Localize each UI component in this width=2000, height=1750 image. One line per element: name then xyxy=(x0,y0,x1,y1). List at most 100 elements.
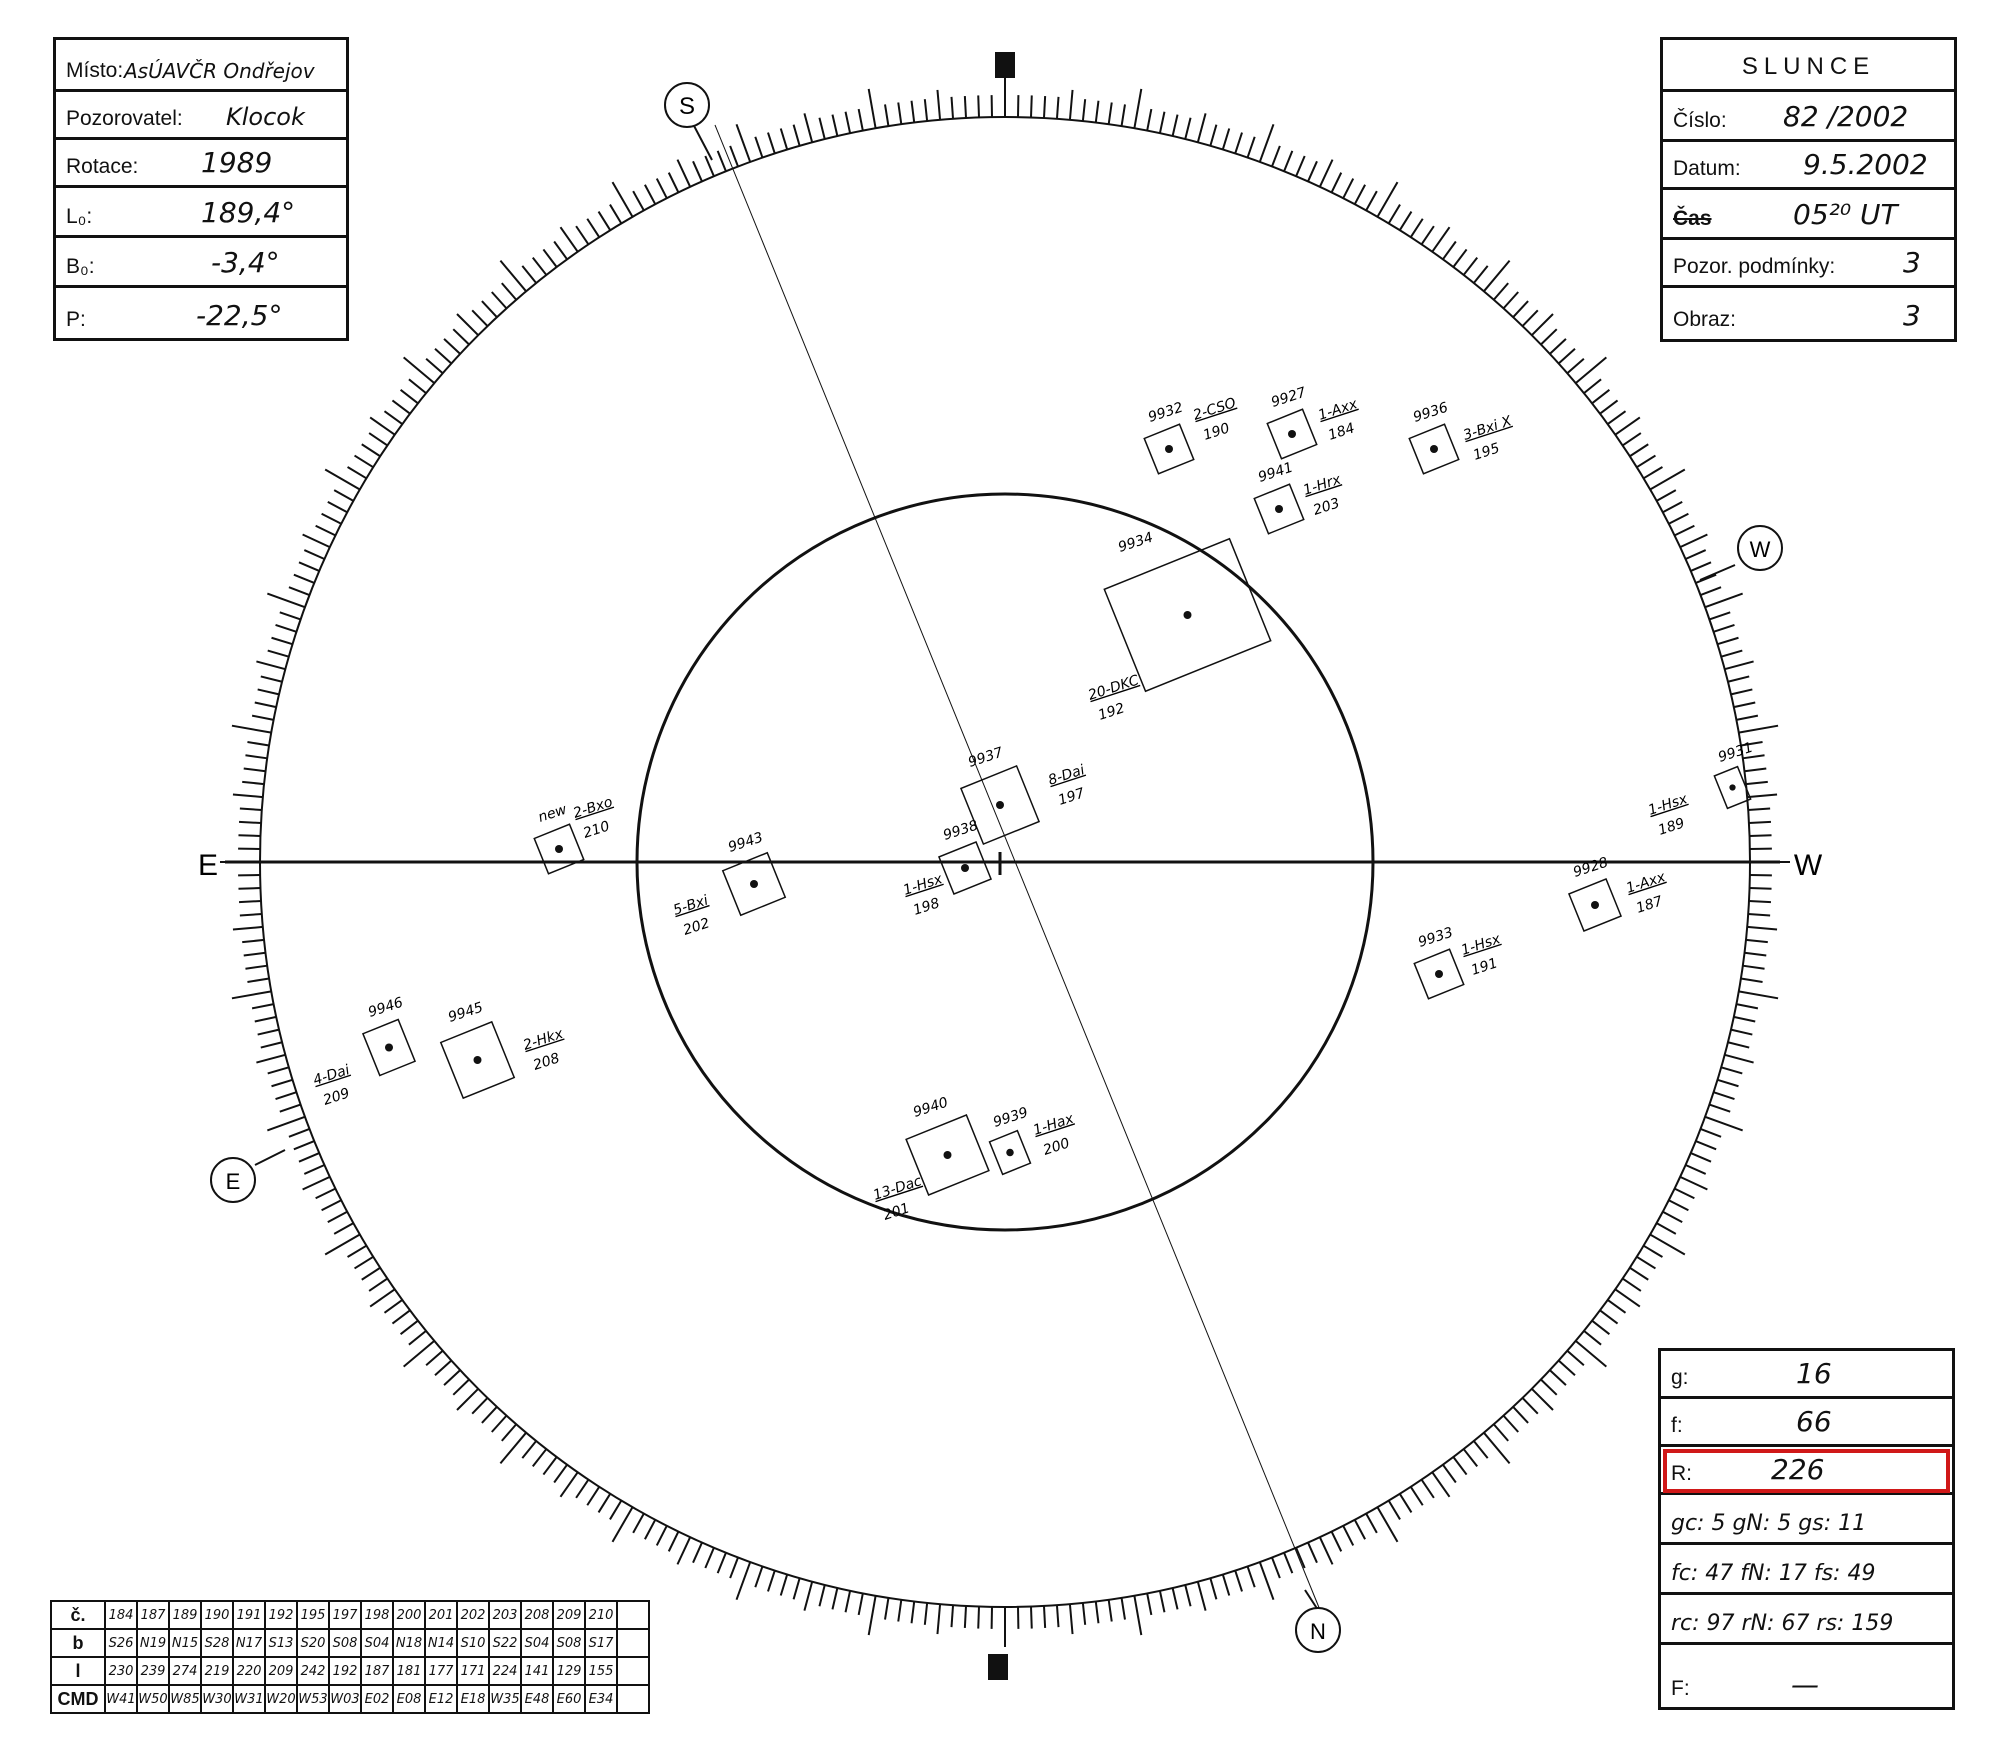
degree-tick xyxy=(1055,96,1060,119)
cmd-cell: 192 xyxy=(328,1656,362,1686)
group-box xyxy=(1143,423,1195,475)
degree-tick xyxy=(1081,99,1087,122)
degree-tick xyxy=(1330,1531,1343,1552)
degree-tick xyxy=(779,1574,789,1596)
degree-tick xyxy=(243,951,266,957)
group-number: 9936 xyxy=(1411,400,1450,426)
cmd-cell: 187 xyxy=(360,1656,394,1686)
degree-tick xyxy=(251,714,274,721)
degree-tick xyxy=(245,964,268,970)
degree-tick xyxy=(521,265,537,284)
slunce-title-row: SLUNCE xyxy=(1663,40,1954,92)
degree-tick xyxy=(1740,741,1763,747)
group-class: 20-DKC xyxy=(1086,672,1141,703)
degree-tick xyxy=(1674,1187,1695,1200)
degree-tick xyxy=(667,1531,680,1552)
degree-tick xyxy=(1549,1369,1567,1386)
degree-tick xyxy=(1629,1266,1649,1281)
degree-tick xyxy=(333,1222,354,1235)
degree-tick xyxy=(1713,1091,1735,1100)
degree-tick xyxy=(1749,834,1772,837)
group-cmd-id: 208 xyxy=(531,1050,561,1074)
degree-tick xyxy=(1704,592,1744,609)
obraz-value: 3 xyxy=(1903,299,1921,332)
degree-tick xyxy=(1740,977,1763,983)
cmd-cell: E34 xyxy=(584,1684,618,1714)
degree-tick xyxy=(1258,1561,1275,1601)
degree-tick xyxy=(1724,660,1754,671)
r-value: 226 xyxy=(1771,1453,1825,1486)
spot-mark xyxy=(1729,784,1736,791)
degree-tick xyxy=(1512,300,1529,318)
degree-tick xyxy=(950,1605,955,1628)
degree-tick xyxy=(1462,256,1479,276)
degree-tick xyxy=(1738,990,1779,1000)
cmd-cell: 224 xyxy=(488,1656,522,1686)
degree-tick xyxy=(1196,113,1207,143)
degree-tick xyxy=(1094,100,1100,123)
degree-tick xyxy=(1295,155,1306,177)
cmd-cell: 198 xyxy=(360,1600,394,1630)
spot-mark xyxy=(1591,901,1599,909)
cmd-cell: S04 xyxy=(360,1628,394,1658)
l0-value: 189,4° xyxy=(201,196,296,229)
degree-tick xyxy=(1409,1486,1424,1506)
degree-tick xyxy=(1742,754,1765,760)
cmd-cell-empty xyxy=(616,1600,650,1630)
cmd-cell: W50 xyxy=(136,1684,170,1714)
degree-tick xyxy=(1727,1041,1750,1049)
degree-tick xyxy=(1540,328,1558,346)
degree-tick xyxy=(303,1164,325,1175)
degree-tick xyxy=(754,1566,764,1588)
group-box xyxy=(988,1129,1032,1176)
degree-tick xyxy=(279,1103,301,1113)
degree-tick xyxy=(704,155,715,177)
degree-tick xyxy=(586,218,601,238)
degree-tick xyxy=(1120,104,1126,127)
degree-tick xyxy=(302,533,331,549)
f-breakdown-row: fc: 47 fN: 17 fs: 49 xyxy=(1661,1545,1952,1595)
degree-tick xyxy=(1196,1581,1207,1611)
degree-tick xyxy=(1055,1605,1060,1628)
degree-tick xyxy=(910,1601,916,1624)
degree-tick xyxy=(471,309,489,327)
group-box xyxy=(1413,948,1465,1000)
degree-tick xyxy=(1271,145,1281,167)
group-number: 9928 xyxy=(1571,855,1610,881)
degree-tick xyxy=(1736,714,1759,721)
degree-tick xyxy=(1042,95,1047,119)
degree-tick xyxy=(245,754,268,760)
compass-e-label: E xyxy=(226,1169,241,1194)
group-number: 9939 xyxy=(991,1105,1030,1131)
slunce-info-box: SLUNCE Číslo: 82 /2002 Datum: 9.5.2002 Č… xyxy=(1660,37,1957,342)
degree-tick xyxy=(1420,225,1435,245)
cmd-cell: 171 xyxy=(456,1656,490,1686)
degree-tick xyxy=(923,99,929,122)
degree-tick xyxy=(251,1003,274,1010)
degree-tick xyxy=(232,793,263,799)
degree-tick xyxy=(1662,1210,1683,1223)
degree-tick xyxy=(1483,260,1511,292)
misto-row: Místo: AsÚAVČR Ondřejov xyxy=(56,40,346,92)
degree-tick xyxy=(1591,1319,1611,1336)
degree-tick xyxy=(1744,951,1767,957)
degree-tick xyxy=(1599,399,1619,415)
degree-tick xyxy=(1540,1378,1558,1396)
obraz-row: Obraz: 3 xyxy=(1673,299,1921,332)
degree-tick xyxy=(321,1199,342,1212)
group-cmd-id: 189 xyxy=(1656,815,1686,839)
degree-tick xyxy=(354,1255,374,1270)
cmd-cell: 187 xyxy=(136,1600,170,1630)
cmd-cell: N15 xyxy=(168,1628,202,1658)
degree-tick xyxy=(260,675,283,683)
degree-tick xyxy=(1209,124,1218,147)
degree-tick xyxy=(818,1584,826,1607)
degree-tick xyxy=(1713,624,1735,633)
degree-tick xyxy=(391,1309,411,1325)
degree-tick xyxy=(767,1570,776,1592)
cmd-cell: W31 xyxy=(232,1684,266,1714)
degree-tick xyxy=(369,416,396,436)
degree-tick xyxy=(1656,489,1677,502)
